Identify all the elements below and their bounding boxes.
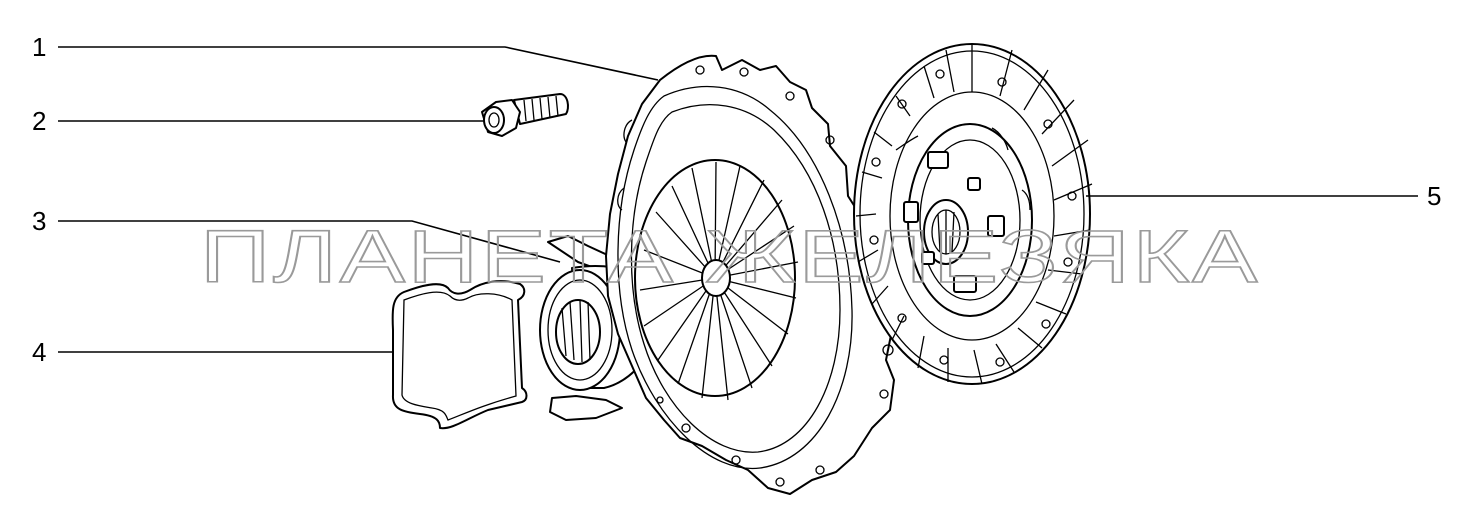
callout-4: 4 <box>32 337 46 367</box>
clutch-pressure-plate-part-1 <box>605 54 895 495</box>
clutch-disc-part-5 <box>853 43 1093 385</box>
leader-lines <box>58 46 1418 353</box>
callout-1: 1 <box>32 32 46 62</box>
leader-line-3 <box>58 220 561 263</box>
callout-labels: 1 2 3 4 5 <box>32 32 1441 367</box>
callout-2: 2 <box>32 106 46 136</box>
watermark: ПЛАНЕТА ЖЕЛЕЗЯКА <box>200 215 1260 298</box>
callout-3: 3 <box>32 206 46 236</box>
leader-line-1 <box>58 46 659 81</box>
retaining-clip-part-4 <box>391 280 528 430</box>
bolt-part-2 <box>481 93 569 137</box>
callout-5: 5 <box>1427 181 1441 211</box>
